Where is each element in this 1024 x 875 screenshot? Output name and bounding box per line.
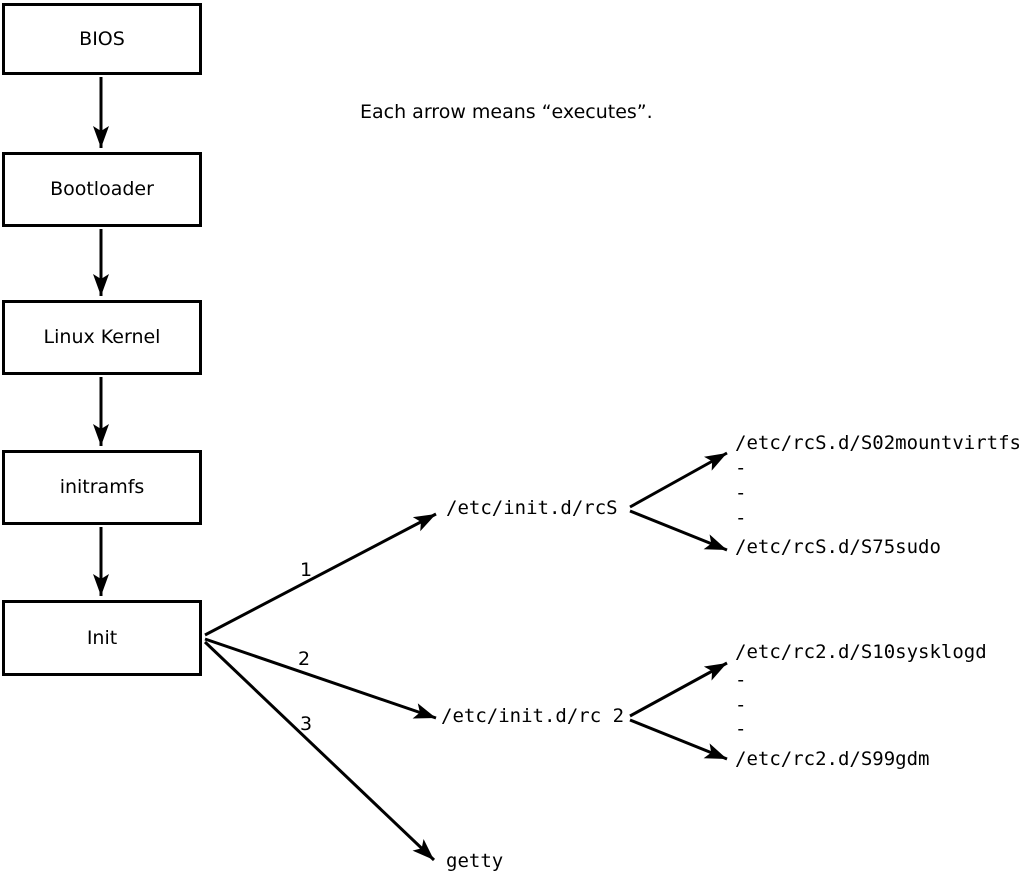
node-init: Init — [2, 600, 202, 676]
rcS-ellipsis-dash: - — [735, 507, 747, 529]
arrow-label-2: 2 — [298, 648, 311, 670]
node-getty-label: getty — [446, 850, 504, 872]
node-init-label: Init — [86, 626, 118, 649]
arrow-label-1: 1 — [300, 559, 313, 581]
node-linux-kernel-label: Linux Kernel — [43, 326, 161, 348]
node-initramfs-label: initramfs — [59, 476, 145, 498]
arrow-init-to-rc2 — [204, 637, 437, 720]
arrow-rc2-to-first-script — [629, 661, 728, 718]
node-rc2-child-s10sysklogd: /etc/rc2.d/S10sysklogd — [735, 641, 987, 663]
arrow-label-3: 3 — [300, 713, 313, 735]
node-bios: BIOS — [2, 3, 202, 75]
node-rcS-child-s75sudo: /etc/rcS.d/S75sudo — [735, 536, 941, 558]
arrow-rcS-to-first-script — [629, 451, 728, 509]
node-bios-label: BIOS — [79, 27, 125, 50]
rc2-ellipsis-dash: - — [735, 669, 747, 691]
node-initramfs: initramfs — [2, 450, 202, 525]
arrow-init-to-getty — [203, 640, 436, 862]
arrow-rcS-to-last-script — [629, 509, 728, 552]
node-linux-kernel: Linux Kernel — [2, 300, 202, 375]
node-rcS-child-s02mountvirtfs: /etc/rcS.d/S02mountvirtfs — [735, 432, 1021, 454]
node-bootloader: Bootloader — [2, 152, 202, 227]
node-rc2-label: /etc/init.d/rc 2 — [441, 705, 625, 727]
rcS-ellipsis-dash: - — [735, 457, 747, 479]
node-rcS-label: /etc/init.d/rcS — [446, 497, 618, 519]
node-rc2-child-s99gdm: /etc/rc2.d/S99gdm — [735, 748, 930, 770]
arrow-init-to-rcS — [204, 512, 437, 637]
rc2-ellipsis-dash: - — [735, 694, 747, 716]
legend-note: Each arrow means “executes”. — [360, 101, 653, 123]
node-bootloader-label: Bootloader — [50, 178, 154, 200]
rcS-ellipsis-dash: - — [735, 482, 747, 504]
arrow-rc2-to-last-script — [629, 718, 728, 761]
rc2-ellipsis-dash: - — [735, 718, 747, 740]
